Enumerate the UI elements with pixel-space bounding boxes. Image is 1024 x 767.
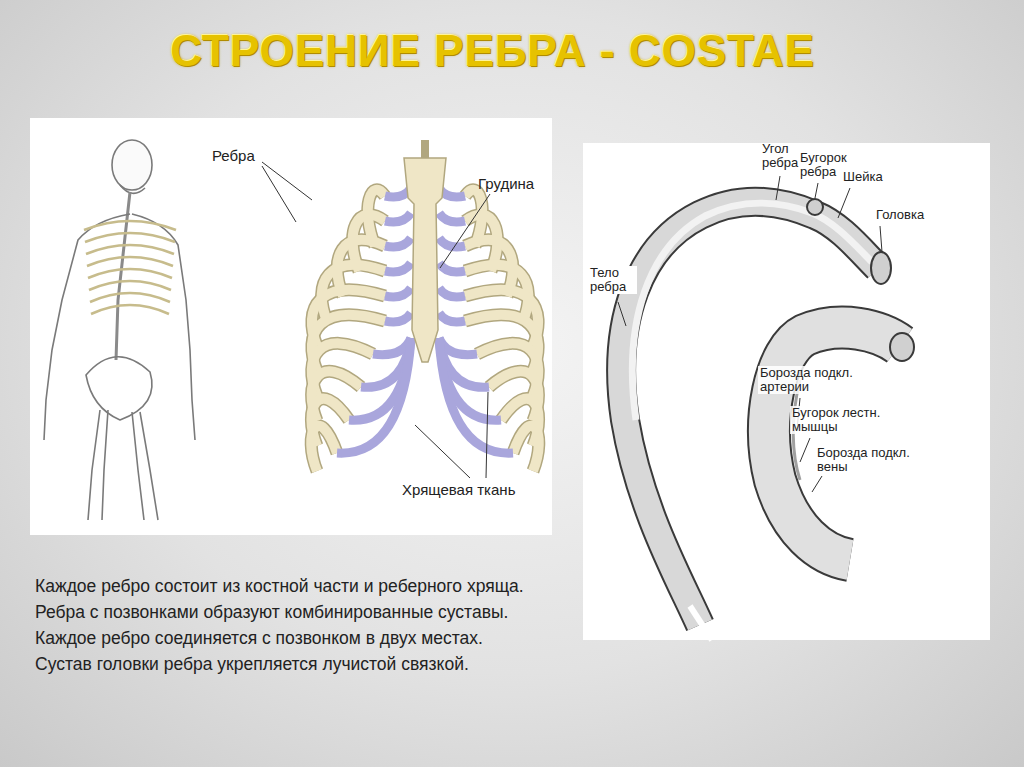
note-line: Каждое ребро соединяется с позвонком в д… (35, 629, 483, 648)
note-line: Ребра с позвонками образуют комбинирован… (35, 603, 508, 622)
rib-bone (311, 426, 337, 471)
rib-outline (513, 426, 539, 471)
rib-side (311, 188, 411, 471)
skeleton-rib (90, 293, 170, 302)
part-label: Грудина (478, 176, 534, 192)
part-label: Борозда подкл. артерии (758, 366, 862, 394)
rib-cartilage (385, 313, 411, 322)
rib-cartilage (385, 213, 411, 222)
rib-cartilage (439, 313, 465, 322)
leader-lines (262, 162, 882, 492)
slide-title: СТРОЕНИЕ РЕБРА - COSTAE (0, 26, 985, 76)
rib-side (439, 188, 539, 471)
rib-cage (311, 140, 539, 471)
rib-cartilage (385, 263, 411, 272)
skeleton-ribs (84, 221, 176, 314)
part-label: Хрящевая ткань (402, 482, 515, 498)
rib-cartilage (439, 213, 465, 222)
skeleton-figure (44, 140, 195, 520)
image-panel (30, 118, 552, 535)
rib-cartilage (385, 238, 411, 247)
rib-bone (513, 426, 539, 471)
part-label: Головка (876, 208, 924, 222)
sternum (404, 158, 446, 362)
note-line: Сустав головки ребра укрепляется лучисто… (35, 655, 469, 674)
part-label: Ребра (212, 148, 255, 164)
part-label: Бугорок лестн. мышцы (790, 406, 894, 434)
note-line: Каждое ребро состоит из костной части и … (35, 577, 524, 596)
rib-outline (311, 426, 337, 471)
part-label: Тело ребра (588, 266, 637, 294)
skeleton-rib (86, 245, 174, 254)
rib-cartilage (385, 288, 411, 297)
skeleton-rib (87, 257, 173, 266)
rib-cartilage (439, 238, 465, 247)
rib-cartilage (439, 288, 465, 297)
rib-cartilage (439, 338, 513, 453)
first-rib-drawing (769, 328, 914, 560)
spine (421, 140, 429, 158)
skeleton-rib (84, 221, 176, 230)
skeleton-rib (91, 305, 169, 314)
skeleton-rib (88, 269, 172, 278)
part-label: Шейка (843, 170, 883, 184)
skeleton-rib (89, 281, 171, 290)
rib-cartilage (337, 338, 411, 453)
image-panel (583, 143, 990, 640)
part-label: Борозда подкл. вены (815, 446, 919, 474)
skeleton-rib (85, 233, 175, 242)
